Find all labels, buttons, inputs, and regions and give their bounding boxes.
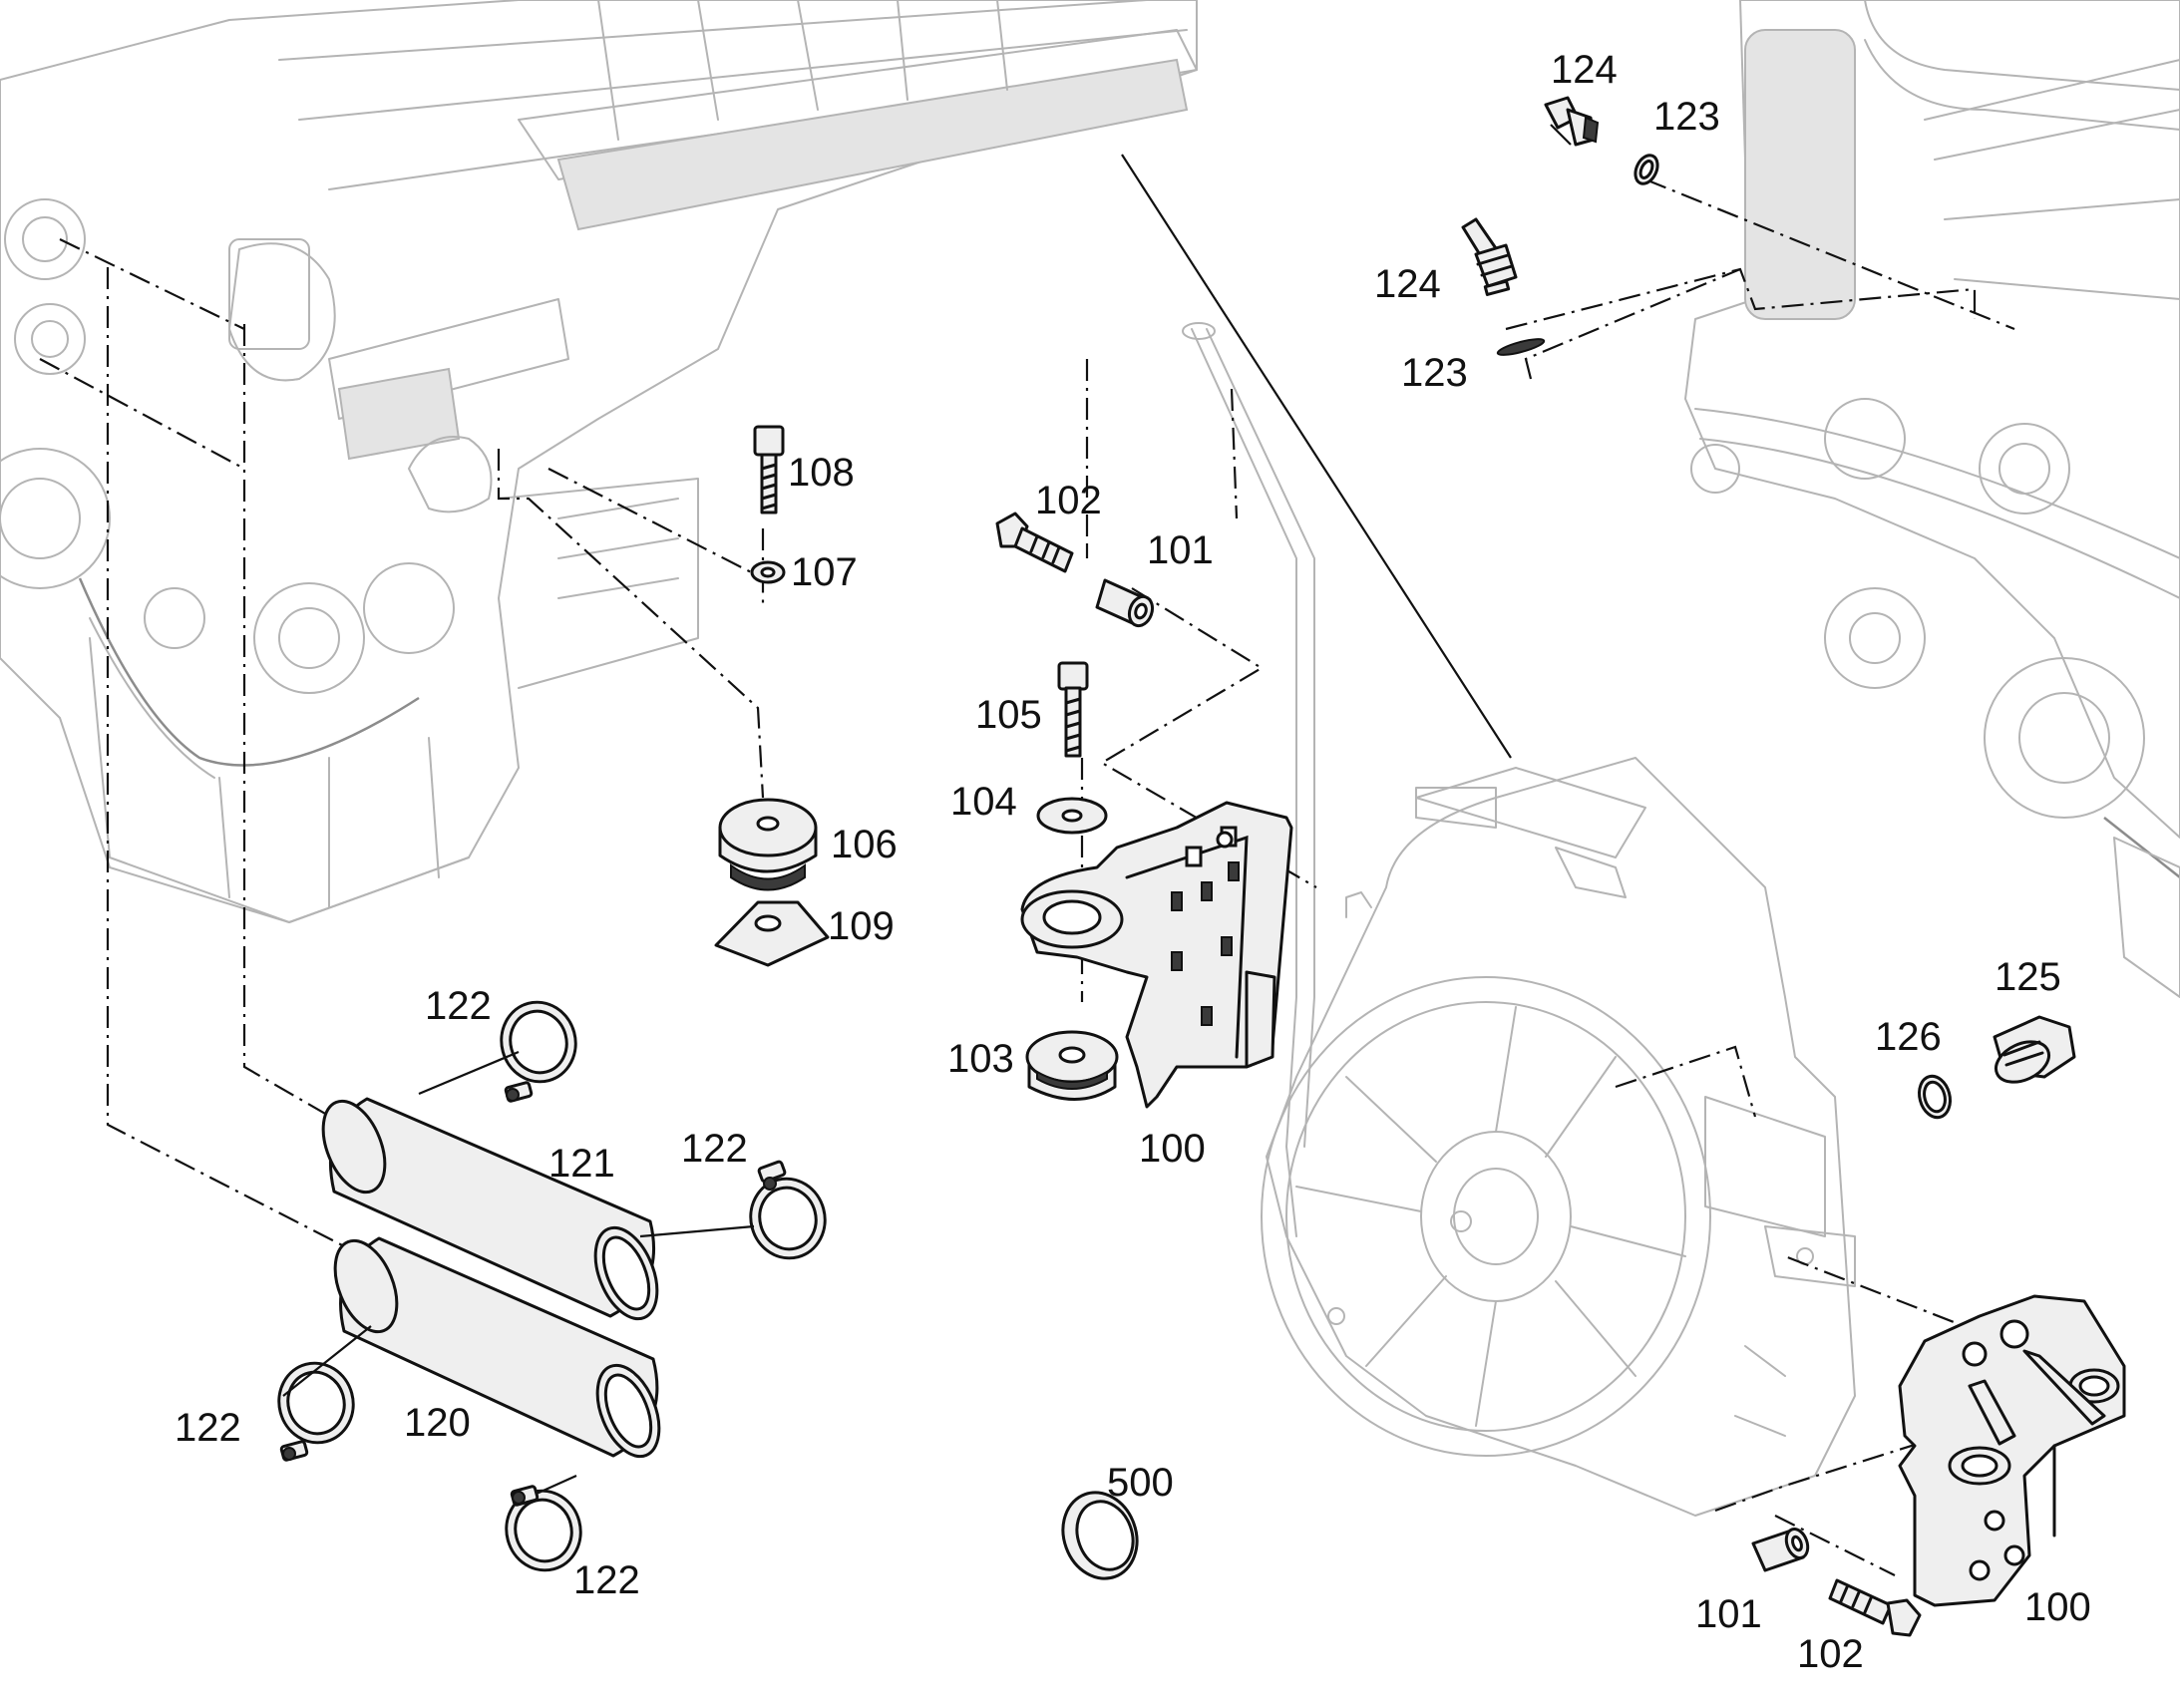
part-121-hose (321, 1097, 659, 1321)
callout-105: 105 (975, 693, 1042, 737)
part-102-bolt-top (995, 512, 1074, 573)
part-122-clamp-c (277, 1361, 355, 1462)
callout-120: 120 (404, 1401, 471, 1445)
part-120-hose (333, 1236, 661, 1459)
callout-122-b: 122 (681, 1127, 748, 1171)
part-101-spacer-top (1095, 578, 1155, 628)
part-123-seal-ring-mid (1496, 338, 1546, 356)
callout-102-top: 102 (1035, 479, 1102, 522)
callout-102-bottom: 102 (1797, 1632, 1864, 1676)
part-122-clamp-b (749, 1160, 827, 1260)
part-100-bracket-right (1898, 1294, 2126, 1607)
callout-122-d: 122 (573, 1558, 640, 1602)
callout-labels: 108 107 106 109 102 101 105 104 103 100 … (175, 48, 2091, 1676)
part-100-bracket-left (1020, 801, 1293, 1109)
callout-106: 106 (831, 823, 898, 866)
callout-101-bottom: 101 (1695, 1592, 1762, 1636)
part-123-seal-ring-top (1634, 154, 1659, 185)
callout-100-left: 100 (1139, 1127, 1206, 1171)
callout-123-mid: 123 (1401, 351, 1468, 395)
part-107-washer (750, 560, 786, 584)
callout-123-top: 123 (1653, 95, 1720, 139)
callout-122-a: 122 (425, 984, 492, 1028)
callout-500: 500 (1107, 1461, 1174, 1505)
part-109-seat-cup (714, 900, 830, 967)
part-108-bolt (753, 425, 785, 514)
callout-107: 107 (791, 550, 858, 594)
part-104-washer (1036, 797, 1108, 835)
part-106-rubber-mount (718, 798, 818, 891)
part-105-bolt (1057, 661, 1089, 758)
part-122-clamp-d (505, 1485, 582, 1572)
callout-124-mid: 124 (1374, 262, 1441, 306)
callout-125: 125 (1995, 955, 2061, 999)
engine-left-ghost (0, 0, 1198, 923)
part-125-plug (1993, 1015, 2076, 1084)
callout-103: 103 (947, 1037, 1014, 1081)
gearbox-housing-ghost (1261, 757, 1856, 1517)
dipstick-tube-ghost (1182, 322, 1315, 1237)
callout-121: 121 (548, 1142, 615, 1186)
part-102-bolt-bottom (1828, 1578, 1922, 1637)
callout-124-top: 124 (1551, 48, 1618, 92)
engine-right-ghost (1684, 0, 2180, 998)
callout-126: 126 (1875, 1015, 1942, 1059)
callout-108: 108 (788, 451, 855, 495)
part-124-fitting-top (1544, 96, 1600, 147)
callout-122-c: 122 (175, 1406, 241, 1450)
assembly-lines (39, 154, 2015, 1576)
part-103-rubber-mount (1025, 1030, 1119, 1101)
callout-104: 104 (950, 780, 1017, 824)
label-leaders (282, 124, 1572, 1496)
callout-101-top: 101 (1147, 528, 1214, 572)
part-500-seal-ring (1061, 1491, 1139, 1580)
callout-100-right: 100 (2024, 1585, 2091, 1629)
part-124-fitting-mid (1461, 217, 1518, 296)
part-126-seal-ring (1918, 1074, 1952, 1120)
callout-109: 109 (828, 904, 895, 948)
part-122-clamp-a (500, 1000, 577, 1103)
part-101-spacer-bottom (1751, 1527, 1810, 1572)
